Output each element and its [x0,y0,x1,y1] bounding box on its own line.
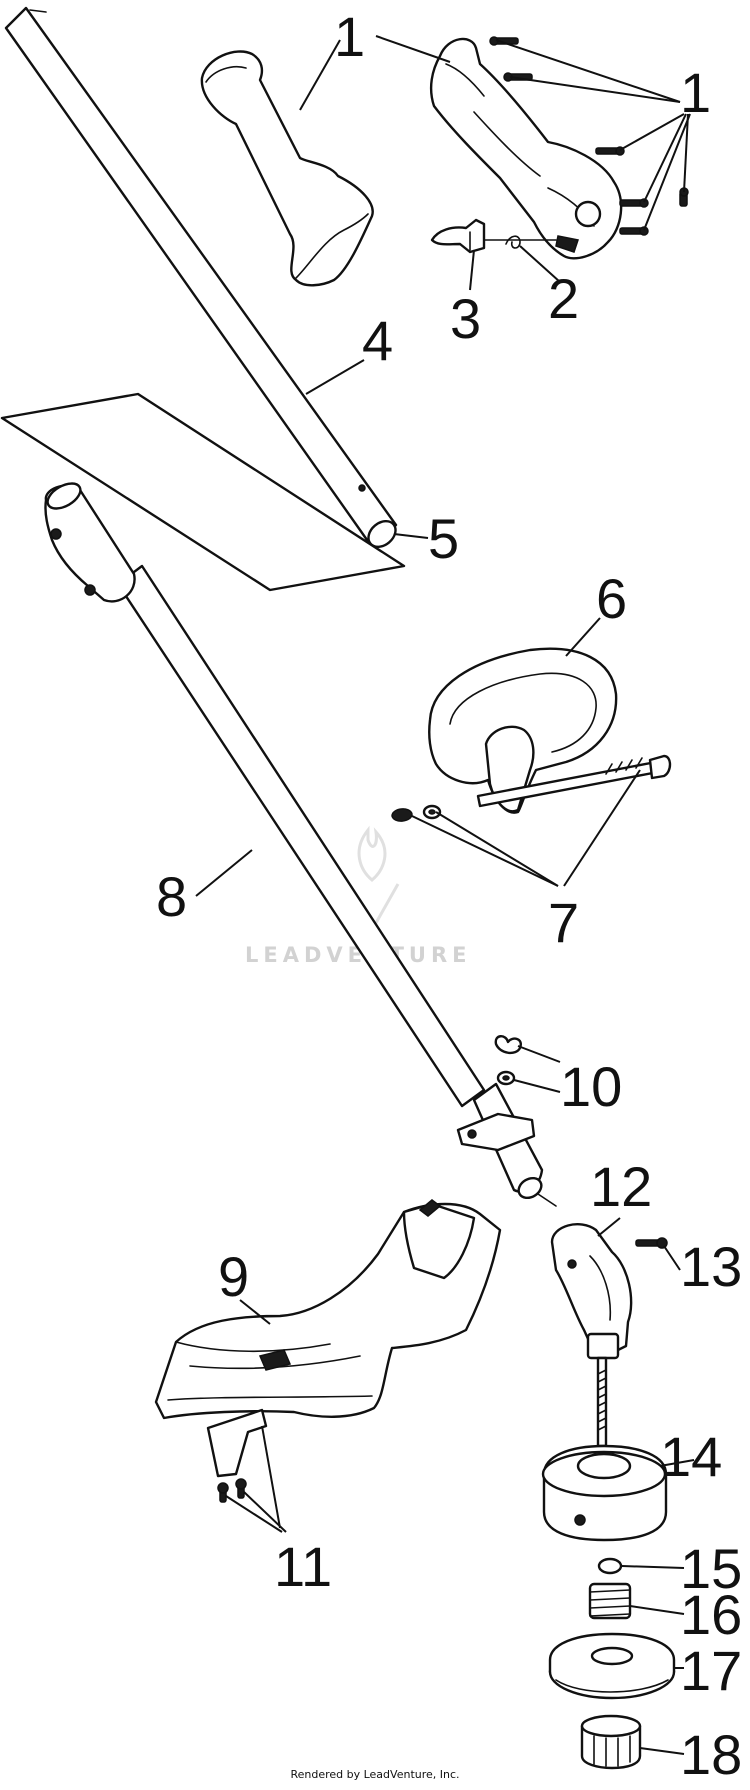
part-12-gear-head [550,1223,633,1448]
watermark-text: LEADVENTURE [245,943,471,967]
screw [235,1478,247,1499]
callout-15: 15 [680,1537,742,1600]
callout-6: 6 [596,567,627,630]
callout-13: 13 [680,1235,742,1298]
part-16-spring [588,1582,632,1620]
part-1-screws [489,36,689,236]
callout-8: 8 [156,865,187,928]
callout-11: 11 [274,1535,332,1598]
callout-7: 7 [548,891,579,954]
callout-2: 2 [548,267,579,330]
callout-14: 14 [660,1425,722,1488]
screw [619,226,649,236]
part-10-wing-nut [494,1035,522,1086]
part-11-line-cutter [206,1408,268,1503]
leader-lines [195,35,695,1755]
callout-1-housing: 1 [680,61,711,124]
part-14-spool-housing [541,1444,668,1542]
part-7-hardware [391,754,672,822]
footer-credit: Rendered by LeadVenture, Inc. [290,1768,460,1781]
shaft-clamp [456,1112,536,1152]
decal-sheet [0,392,406,592]
callout-1-grip: 1 [334,5,365,68]
screw [217,1482,229,1503]
part-13-screw [635,1237,668,1249]
callout-10: 10 [560,1055,622,1118]
callout-18: 18 [680,1723,742,1786]
callout-3: 3 [450,287,481,350]
part-17-spool [548,1632,676,1700]
callout-4: 4 [362,309,393,372]
callout-5: 5 [428,507,459,570]
callout-12: 12 [590,1155,652,1218]
part-15-washer [597,1557,623,1575]
shaft-coupler [44,482,136,603]
screw [619,198,649,208]
part-1-handle-housing [429,37,623,260]
callout-16: 16 [680,1583,742,1646]
part-3-trigger [430,218,486,254]
part-2-spring [483,235,557,249]
part-18-bump-knob [580,1714,642,1770]
part-1-handle-grip [200,50,374,287]
callouts: 1 1 2 3 4 5 6 7 8 9 10 11 12 13 14 15 16… [156,5,742,1786]
part-9-guard [154,1199,502,1420]
part-4-upper-shaft [4,6,398,549]
callout-17: 17 [680,1639,742,1702]
callout-9: 9 [218,1245,249,1308]
screw [489,36,519,46]
screw [595,146,625,156]
